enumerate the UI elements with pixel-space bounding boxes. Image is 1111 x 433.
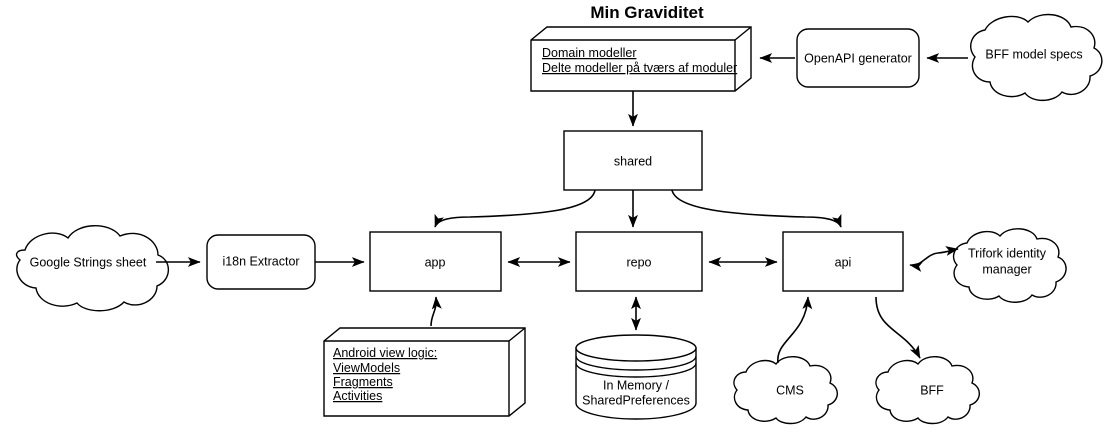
node-domain-models[interactable]: Domain modeller Delte modeller på tværs … (530, 26, 752, 92)
trifork-identity-line-1: Trifork identity (968, 246, 1047, 260)
android-view-logic-line-3: Fragments (333, 375, 393, 389)
bff-label: BFF (920, 383, 944, 397)
node-api[interactable]: api (782, 231, 904, 292)
google-strings-sheet-label: Google Strings sheet (30, 255, 147, 269)
node-app[interactable]: app (369, 231, 502, 292)
app-label: app (425, 255, 446, 269)
edge-android-view-logic-to-app (430, 296, 442, 327)
domain-models-line-1: Domain modeller (542, 46, 636, 60)
node-bff-model-specs[interactable]: BFF model specs (970, 13, 1103, 102)
bff-model-specs-label: BFF model specs (985, 47, 1082, 61)
domain-models-line-2: Delte modeller på tværs af moduler (542, 61, 737, 75)
shared-label: shared (614, 154, 652, 168)
node-bff[interactable]: BFF (875, 356, 980, 425)
node-repo[interactable]: repo (575, 231, 703, 292)
node-cms[interactable]: CMS (733, 356, 838, 425)
openapi-generator-label: OpenAPI generator (804, 51, 912, 65)
in-memory-line-1: In Memory / (603, 378, 670, 392)
api-label: api (835, 255, 852, 269)
android-view-logic-line-2: ViewModels (333, 361, 400, 375)
node-trifork-identity-manager[interactable]: Trifork identity manager (952, 228, 1067, 303)
android-view-logic-line-1: Android view logic: (333, 346, 437, 360)
node-openapi-generator[interactable]: OpenAPI generator (796, 28, 920, 88)
i18n-extractor-label: i18n Extractor (222, 254, 299, 268)
edge-cms-to-api (777, 296, 813, 364)
repo-label: repo (626, 255, 651, 269)
node-i18n-extractor[interactable]: i18n Extractor (206, 234, 316, 290)
edge-shared-to-app (434, 189, 596, 228)
page-title: Min Graviditet (590, 3, 704, 22)
edge-api-trifork (909, 246, 959, 272)
android-view-logic-line-4: Activities (333, 389, 382, 403)
node-shared[interactable]: shared (563, 130, 703, 191)
node-android-view-logic[interactable]: Android view logic: ViewModels Fragments… (323, 327, 526, 417)
trifork-identity-line-2: manager (982, 262, 1031, 276)
node-in-memory-storage[interactable]: In Memory / SharedPreferences (575, 334, 697, 420)
node-google-strings-sheet[interactable]: Google Strings sheet (15, 225, 170, 312)
cms-label: CMS (776, 383, 804, 397)
edge-shared-to-api (671, 189, 842, 228)
in-memory-line-2: SharedPreferences (582, 393, 690, 407)
edge-api-to-bff (875, 296, 921, 359)
